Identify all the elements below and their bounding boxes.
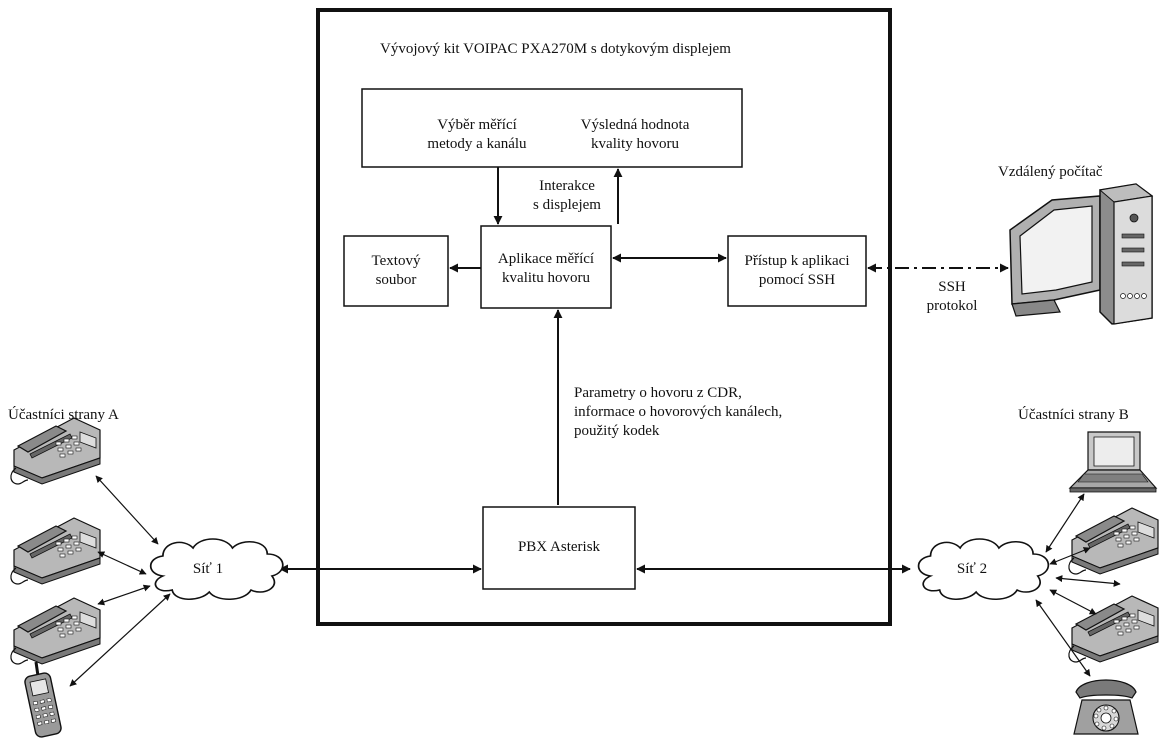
link-a4 [69, 593, 171, 687]
desk-phone-b1 [1068, 507, 1159, 575]
result-label-line-1: Výsledná hodnota [580, 117, 690, 133]
app-box [480, 225, 612, 309]
rotary-phone-b [1073, 679, 1139, 735]
app-line-2: kvalitu hovoru [502, 270, 590, 286]
interaction-line-1: Interakce [539, 178, 595, 194]
selection-box [361, 88, 743, 168]
desk-phone-b2 [1068, 595, 1159, 663]
mobile-phone-a [22, 660, 64, 740]
params-line-1: Parametry o hovoru z CDR, [574, 385, 742, 401]
remote-computer-icon [1009, 183, 1154, 325]
text-file-label: Textový soubor [344, 252, 448, 290]
text-file-line-2: soubor [375, 272, 417, 288]
selection-label-line-1: Výběr měřící [437, 117, 517, 133]
kit-container [316, 8, 892, 626]
link-b1 [1045, 493, 1085, 553]
ssh-access-line-2: pomocí SSH [758, 272, 836, 288]
party-b-label: Účastníci strany B [1018, 407, 1129, 423]
link-b2 [1049, 547, 1091, 565]
text-file-line-1: Textový [371, 253, 421, 269]
ssh-access-line-1: Přístup k aplikaci [744, 253, 850, 269]
pbx-label: PBX Asterisk [517, 539, 601, 555]
ssh-protocol-label: SSH protokol [912, 278, 992, 316]
desk-phone-a2 [10, 517, 101, 585]
interaction-label: Interakce s displejem [512, 177, 622, 215]
text-file-box [343, 235, 449, 307]
link-b4 [1049, 589, 1097, 615]
selection-label-line-2: metody a kanálu [427, 136, 527, 152]
pbx-box [482, 506, 636, 590]
party-a-label: Účastníci strany A [8, 407, 119, 423]
desk-phone-a1 [10, 417, 101, 485]
params-line-2: informace o hovorových kanálech, [574, 404, 783, 420]
params-line-3: použitý kodek [574, 423, 660, 439]
ssh-protocol-line-1: SSH [938, 279, 966, 295]
result-label: Výsledná hodnota kvality hovoru [560, 116, 710, 154]
interaction-line-2: s displejem [533, 197, 601, 213]
ssh-access-label: Přístup k aplikaci pomocí SSH [728, 252, 866, 290]
link-a3 [97, 584, 151, 606]
link-a1 [95, 475, 159, 545]
params-label: Parametry o hovoru z CDR, informace o ho… [574, 384, 782, 441]
ssh-access-box [727, 235, 867, 307]
kit-title: Vývojový kit VOIPAC PXA270M s dotykovým … [380, 41, 731, 57]
selection-label: Výběr měřící metody a kanálu [402, 116, 552, 154]
app-line-1: Aplikace měřící [497, 251, 595, 267]
remote-pc-label: Vzdálený počítač [998, 164, 1103, 180]
link-b5 [1035, 599, 1091, 677]
laptop-b [1069, 431, 1157, 493]
network-1-label: Síť 1 [192, 561, 224, 577]
link-b3 [1055, 575, 1121, 587]
link-a2 [97, 551, 147, 575]
app-label: Aplikace měřící kvalitu hovoru [481, 250, 611, 288]
ssh-protocol-line-2: protokol [926, 298, 978, 314]
result-label-line-2: kvality hovoru [591, 136, 679, 152]
network-2-label: Síť 2 [956, 561, 988, 577]
desk-phone-a3 [10, 597, 101, 665]
